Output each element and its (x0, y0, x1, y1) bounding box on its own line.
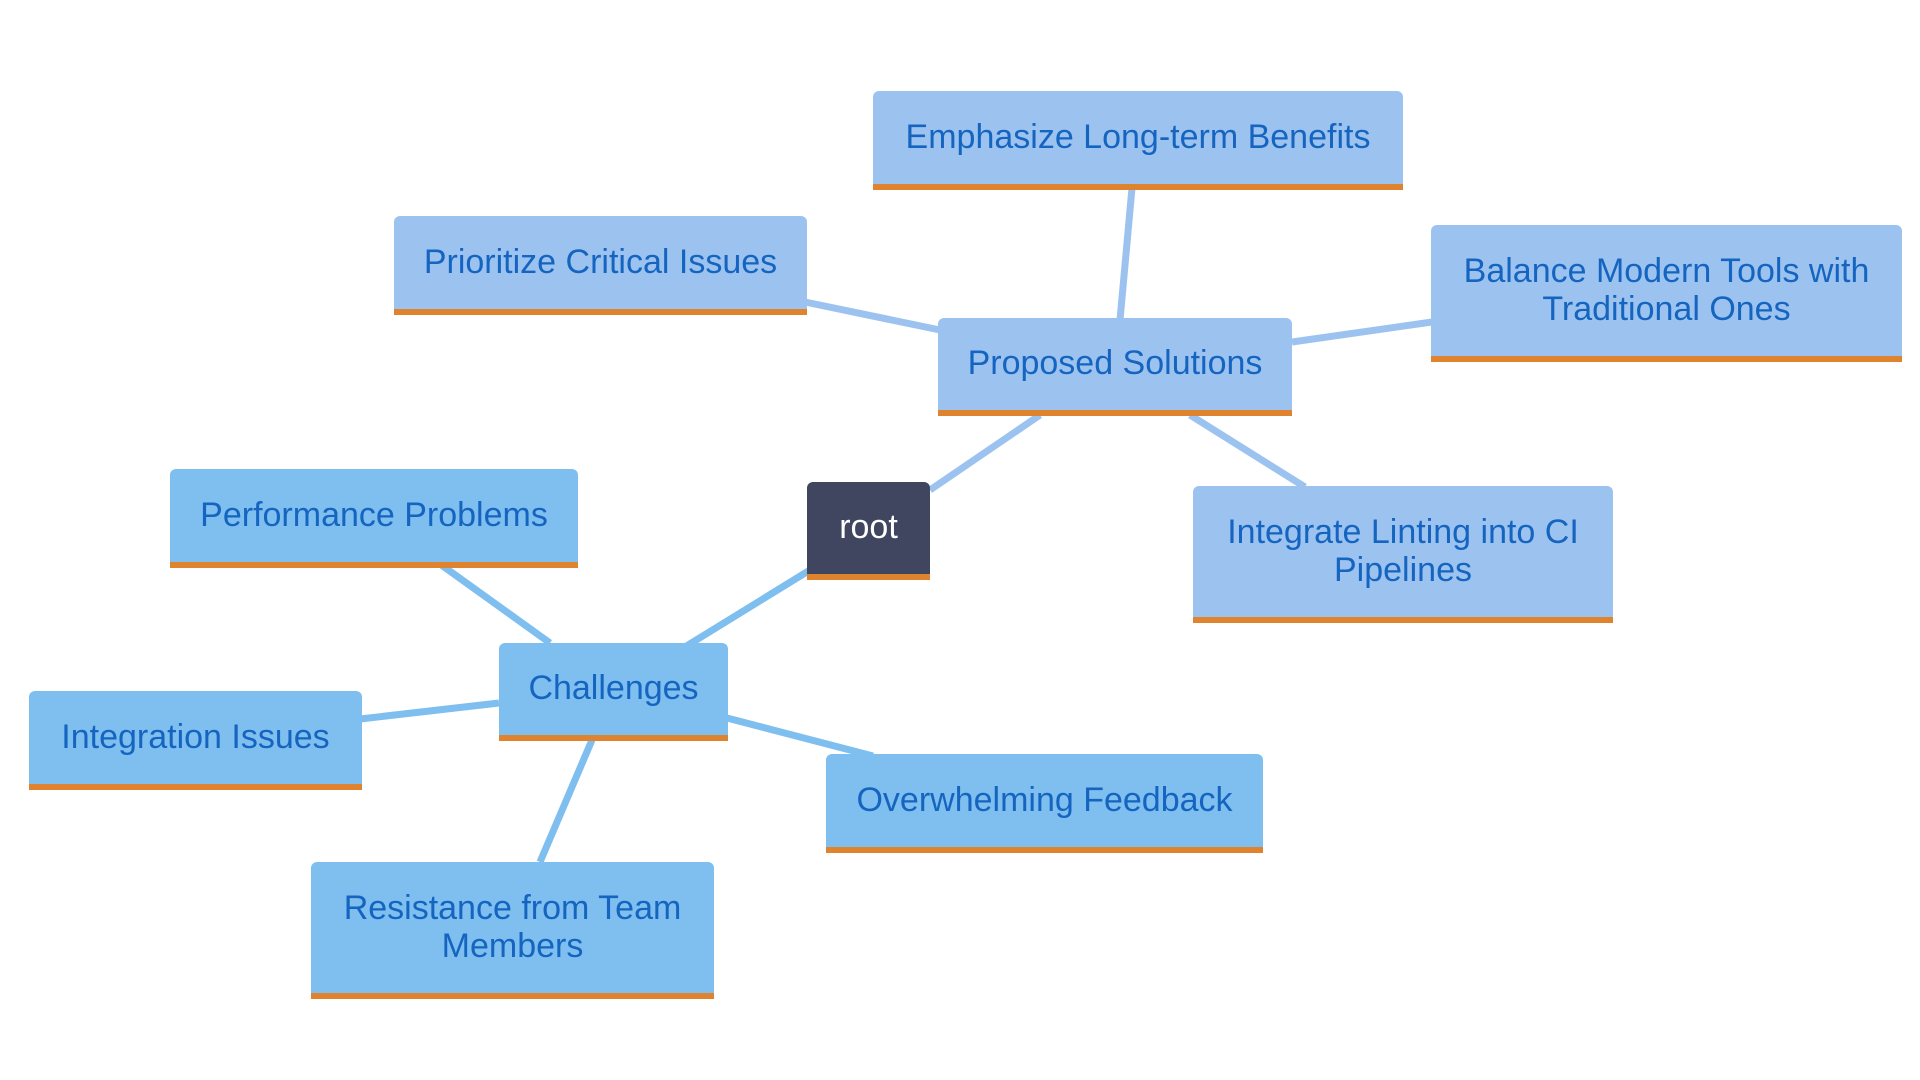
integrate-linting-node[interactable]: Integrate Linting into CI Pipelines (1193, 486, 1613, 623)
root-label: root (839, 508, 898, 547)
prioritize-issues-node[interactable]: Prioritize Critical Issues (394, 216, 807, 315)
proposed-solutions-node[interactable]: Proposed Solutions (938, 318, 1292, 416)
edge-solutions-integrate (1188, 412, 1307, 490)
edge-challenges-performance (437, 561, 553, 646)
emphasize-benefits-node[interactable]: Emphasize Long-term Benefits (873, 91, 1403, 190)
integration-issues-label: Integration Issues (61, 717, 330, 756)
edge-solutions-prioritize (804, 298, 941, 334)
emphasize-benefits-label: Emphasize Long-term Benefits (905, 117, 1371, 156)
integration-issues-node[interactable]: Integration Issues (29, 691, 362, 790)
proposed-solutions-label: Proposed Solutions (967, 344, 1263, 383)
overwhelming-feedback-node[interactable]: Overwhelming Feedback (826, 754, 1263, 853)
performance-problems-label: Performance Problems (200, 495, 548, 534)
prioritize-issues-label: Prioritize Critical Issues (423, 242, 778, 281)
challenges-label: Challenges (528, 669, 699, 708)
overwhelming-feedback-label: Overwhelming Feedback (856, 780, 1233, 819)
resistance-team-node[interactable]: Resistance from Team Members (311, 862, 714, 999)
edge-challenges-integration (359, 699, 500, 723)
resistance-team-label: Resistance from Team Members (343, 889, 682, 965)
balance-tools-node[interactable]: Balance Modern Tools with Traditional On… (1431, 225, 1902, 362)
edge-root-solutions (928, 412, 1042, 493)
performance-problems-node[interactable]: Performance Problems (170, 469, 578, 568)
edge-solutions-emphasize (1116, 187, 1136, 321)
edge-challenges-resistance (536, 738, 596, 864)
edge-solutions-balance (1291, 318, 1433, 346)
balance-tools-label: Balance Modern Tools with Traditional On… (1463, 252, 1870, 328)
challenges-node[interactable]: Challenges (499, 643, 728, 741)
edge-root-challenges (678, 567, 812, 653)
edge-challenges-overwhelming (726, 714, 874, 760)
root-node[interactable]: root (807, 482, 930, 580)
integrate-linting-label: Integrate Linting into CI Pipelines (1227, 513, 1579, 589)
